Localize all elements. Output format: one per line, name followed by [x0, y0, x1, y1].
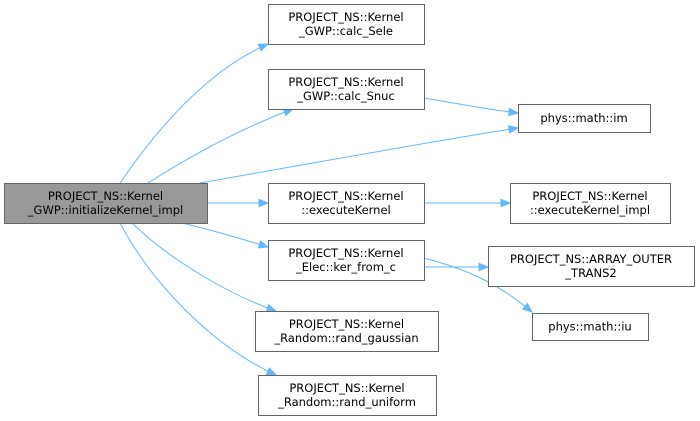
arrowhead [500, 198, 512, 208]
node-label-line: PROJECT_NS::Kernel [288, 189, 403, 203]
edge-root-to-calc_sele [119, 43, 270, 184]
edge-line [147, 108, 294, 184]
node-ker-from-c[interactable]: PROJECT_NS::Kernel_Elec::ker_from_c [268, 240, 425, 281]
node-calc-snuc[interactable]: PROJECT_NS::Kernel_GWP::calc_Snuc [268, 69, 425, 110]
edge-root-to-executekernel [207, 198, 270, 208]
node-label-line: PROJECT_NS::Kernel [288, 10, 403, 24]
arrowhead [507, 125, 520, 134]
node-box[interactable] [255, 311, 439, 352]
node-box[interactable] [510, 183, 671, 224]
node-box[interactable] [532, 313, 649, 341]
node-label-line: ::executeKernel_impl [530, 203, 650, 217]
node-array-outer[interactable]: PROJECT_NS::ARRAY_OUTER_TRANS2 [488, 246, 695, 287]
node-calc-sele[interactable]: PROJECT_NS::Kernel_GWP::calc_Sele [268, 4, 425, 45]
edge-root-to-ker_from_c [181, 222, 270, 249]
node-label-line: PROJECT_NS::Kernel [289, 381, 404, 395]
arrowhead [257, 240, 270, 249]
node-box[interactable] [268, 240, 425, 281]
arrowhead [258, 198, 270, 208]
arrowhead [521, 302, 534, 313]
node-box[interactable] [268, 183, 425, 224]
arrowhead [265, 367, 278, 376]
node-label-line: ::executeKernel [301, 203, 390, 217]
edge-ker_from_c-to-iu [423, 257, 534, 313]
node-label-line: _GWP::calc_Snuc [296, 89, 395, 103]
edge-line [423, 97, 519, 114]
node-label-line: PROJECT_NS::ARRAY_OUTER [510, 252, 672, 266]
edge-line [181, 222, 269, 248]
node-label-line: _GWP::initializeKernel_impl [27, 203, 183, 217]
edge-line [199, 127, 519, 184]
edge-line [131, 222, 277, 312]
nodes-layer: PROJECT_NS::Kernel_GWP::initializeKernel… [4, 4, 695, 416]
edge-calc_snuc-to-im [423, 97, 520, 117]
node-rand-gaussian[interactable]: PROJECT_NS::Kernel_Random::rand_gaussian [255, 311, 439, 352]
edge-root-to-rand_uniform [119, 222, 278, 376]
node-box[interactable] [258, 375, 437, 416]
node-label-line: PROJECT_NS::Kernel [288, 246, 403, 260]
node-label-line: _GWP::calc_Sele [298, 24, 393, 38]
arrowhead [508, 107, 520, 117]
arrowhead [265, 303, 278, 312]
node-box[interactable] [518, 104, 651, 133]
node-label-line: _Elec::ker_from_c [295, 260, 396, 274]
node-executekernel-impl[interactable]: PROJECT_NS::Kernel::executeKernel_impl [510, 183, 671, 224]
node-box[interactable] [488, 246, 695, 287]
node-im[interactable]: phys::math::im [518, 104, 651, 133]
edges-layer [119, 43, 534, 376]
node-iu[interactable]: phys::math::iu [532, 313, 649, 341]
node-label-line: _Random::rand_gaussian [273, 331, 418, 345]
edge-root-to-im [199, 125, 520, 184]
edge-executekernel-to-executekernel_impl [424, 198, 512, 208]
edge-line [119, 222, 277, 376]
node-label-line: PROJECT_NS::Kernel [289, 317, 404, 331]
edge-root-to-rand_gaussian [131, 222, 278, 312]
arrowhead [257, 43, 270, 52]
node-rand-uniform[interactable]: PROJECT_NS::Kernel_Random::rand_uniform [258, 375, 437, 416]
node-root[interactable]: PROJECT_NS::Kernel_GWP::initializeKernel… [4, 183, 208, 224]
node-label-line: PROJECT_NS::Kernel [532, 189, 647, 203]
node-label-line: _TRANS2 [564, 266, 616, 280]
node-box[interactable] [268, 69, 425, 110]
node-label-line: _Random::rand_uniform [277, 395, 416, 409]
node-label-line: PROJECT_NS::Kernel [48, 189, 163, 203]
arrowhead [478, 262, 490, 272]
edge-ker_from_c-to-array_outer [424, 262, 490, 272]
edge-line [423, 257, 533, 313]
node-box[interactable] [4, 183, 208, 224]
node-label-line: PROJECT_NS::Kernel [288, 75, 403, 89]
node-label-line: phys::math::iu [548, 320, 631, 334]
node-box[interactable] [268, 4, 425, 45]
node-executekernel[interactable]: PROJECT_NS::Kernel::executeKernel [268, 183, 425, 224]
node-label-line: phys::math::im [540, 111, 627, 125]
edge-line [119, 43, 269, 184]
